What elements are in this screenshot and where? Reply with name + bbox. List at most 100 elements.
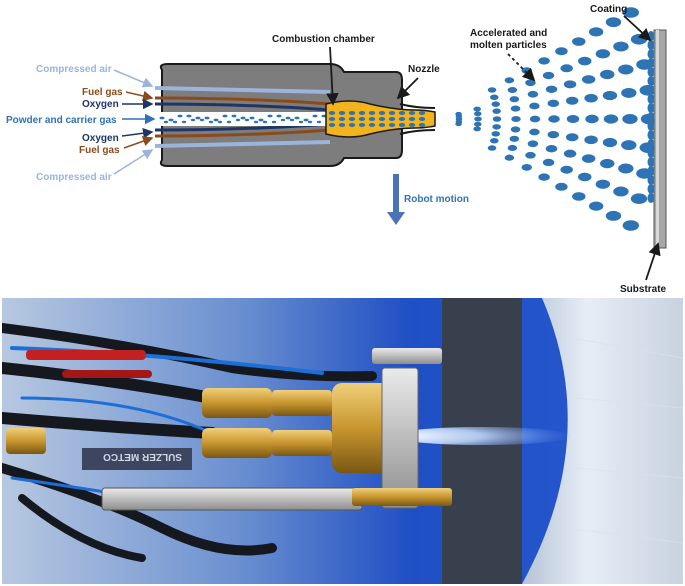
- spray-particle: [621, 87, 637, 98]
- flame-particle: [368, 111, 376, 115]
- brass-fitting-bottom-2: [272, 430, 332, 456]
- coating-splat: [647, 103, 655, 113]
- spray-particle: [605, 210, 622, 221]
- label-combustion-chamber: Combustion chamber: [272, 34, 375, 45]
- flame-particle: [408, 123, 416, 127]
- spray-particle: [542, 71, 555, 80]
- hoses: [2, 323, 377, 562]
- label-particles-line1: Accelerated and: [470, 28, 547, 39]
- powder-particle: [204, 116, 210, 120]
- spray-particle: [527, 140, 539, 148]
- powder-particle: [253, 120, 259, 124]
- silver-rail: [101, 487, 363, 511]
- powder-particle: [280, 118, 286, 122]
- spray-particle: [622, 7, 640, 18]
- spray-particle: [474, 116, 482, 122]
- spray-gun-photo: SULZER METCO: [2, 298, 683, 584]
- powder-particle: [294, 116, 300, 120]
- flame-particle: [338, 117, 346, 121]
- flame-particle: [338, 123, 346, 127]
- brass-fitting-left: [6, 428, 46, 454]
- spray-particle: [504, 77, 515, 84]
- powder-particles: [159, 114, 331, 124]
- spray-particle: [572, 37, 586, 46]
- spray-particle: [538, 57, 550, 65]
- arrow-particles: [507, 53, 536, 82]
- spray-particle: [595, 179, 611, 189]
- rotating-cylinder: [522, 298, 683, 584]
- coating-splat: [647, 139, 655, 149]
- powder-particle: [208, 120, 214, 124]
- arrow-fuel-gas-top: [125, 90, 154, 102]
- powder-particle: [222, 114, 228, 118]
- flame-particle: [378, 111, 386, 115]
- powder-particle: [217, 120, 223, 124]
- coating-splat: [647, 157, 655, 167]
- spray-particle: [605, 17, 622, 28]
- spray-particle: [584, 135, 598, 145]
- spray-particle: [487, 145, 497, 151]
- brass-fitting-bottom: [202, 428, 272, 458]
- powder-particle: [249, 116, 255, 120]
- arrow-oxygen-bottom: [121, 127, 154, 139]
- arrow-coating: [623, 15, 652, 42]
- fuel-gas-line-bottom: [154, 128, 331, 138]
- powder-particle: [298, 120, 304, 124]
- label-compressed-air-bottom: Compressed air: [36, 172, 112, 183]
- coating-splat: [647, 85, 655, 95]
- powder-particle: [190, 118, 196, 122]
- oxygen-line-top: [154, 102, 331, 112]
- flame-particle: [418, 117, 426, 121]
- gun-top-connector: [372, 348, 442, 364]
- flame-particle: [388, 117, 396, 121]
- flame-particles: [328, 111, 426, 127]
- powder-particle: [213, 118, 219, 122]
- label-robot-motion: Robot motion: [404, 194, 469, 205]
- spray-particle: [595, 49, 611, 59]
- name-plate: [82, 448, 192, 470]
- flame-particle: [348, 123, 356, 127]
- spray-particle: [578, 172, 592, 182]
- arrow-compressed-air-bottom: [113, 149, 154, 175]
- spray-particle: [581, 154, 596, 163]
- spray-particle: [548, 115, 560, 123]
- label-powder-carrier: Powder and carrier gas: [6, 115, 117, 126]
- spray-particle: [585, 114, 599, 124]
- cylinder-stripes: [566, 337, 683, 544]
- spray-particle: [509, 135, 520, 142]
- powder-particle: [303, 118, 309, 122]
- coating-splat: [647, 148, 655, 158]
- label-fuel-gas-bottom: Fuel gas: [79, 145, 120, 156]
- label-substrate: Substrate: [620, 284, 667, 295]
- flame-particle: [338, 111, 346, 115]
- spray-particle: [603, 114, 619, 124]
- spray-particle: [621, 140, 637, 151]
- spray-particle: [588, 27, 604, 37]
- label-oxygen-top: Oxygen: [82, 99, 119, 110]
- spray-particle: [547, 130, 560, 139]
- powder-particle: [307, 120, 313, 124]
- spray-particle: [622, 220, 640, 231]
- arrow-substrate: [645, 242, 661, 281]
- flame-particle: [328, 123, 336, 127]
- compressed-air-line-top: [154, 86, 331, 94]
- spray-particle: [473, 111, 482, 117]
- arrow-compressed-air-top: [113, 69, 154, 88]
- spray-particle: [565, 96, 579, 105]
- coating-splat: [647, 193, 655, 203]
- spray-particle: [584, 93, 598, 103]
- arrow-nozzle: [396, 77, 419, 100]
- flame-particle: [358, 123, 366, 127]
- spray-particle: [563, 80, 577, 89]
- spray-particle: [511, 115, 521, 123]
- spray-particle: [613, 41, 629, 52]
- powder-particle: [172, 120, 178, 124]
- powder-particle: [199, 118, 205, 122]
- spray-particle: [529, 102, 540, 110]
- coating-splat: [647, 49, 655, 59]
- arrow-combustion-chamber: [326, 46, 339, 106]
- coating-splat: [647, 166, 655, 176]
- spray-particle: [560, 165, 573, 174]
- flame-particle: [378, 117, 386, 121]
- flame-particle: [418, 111, 426, 115]
